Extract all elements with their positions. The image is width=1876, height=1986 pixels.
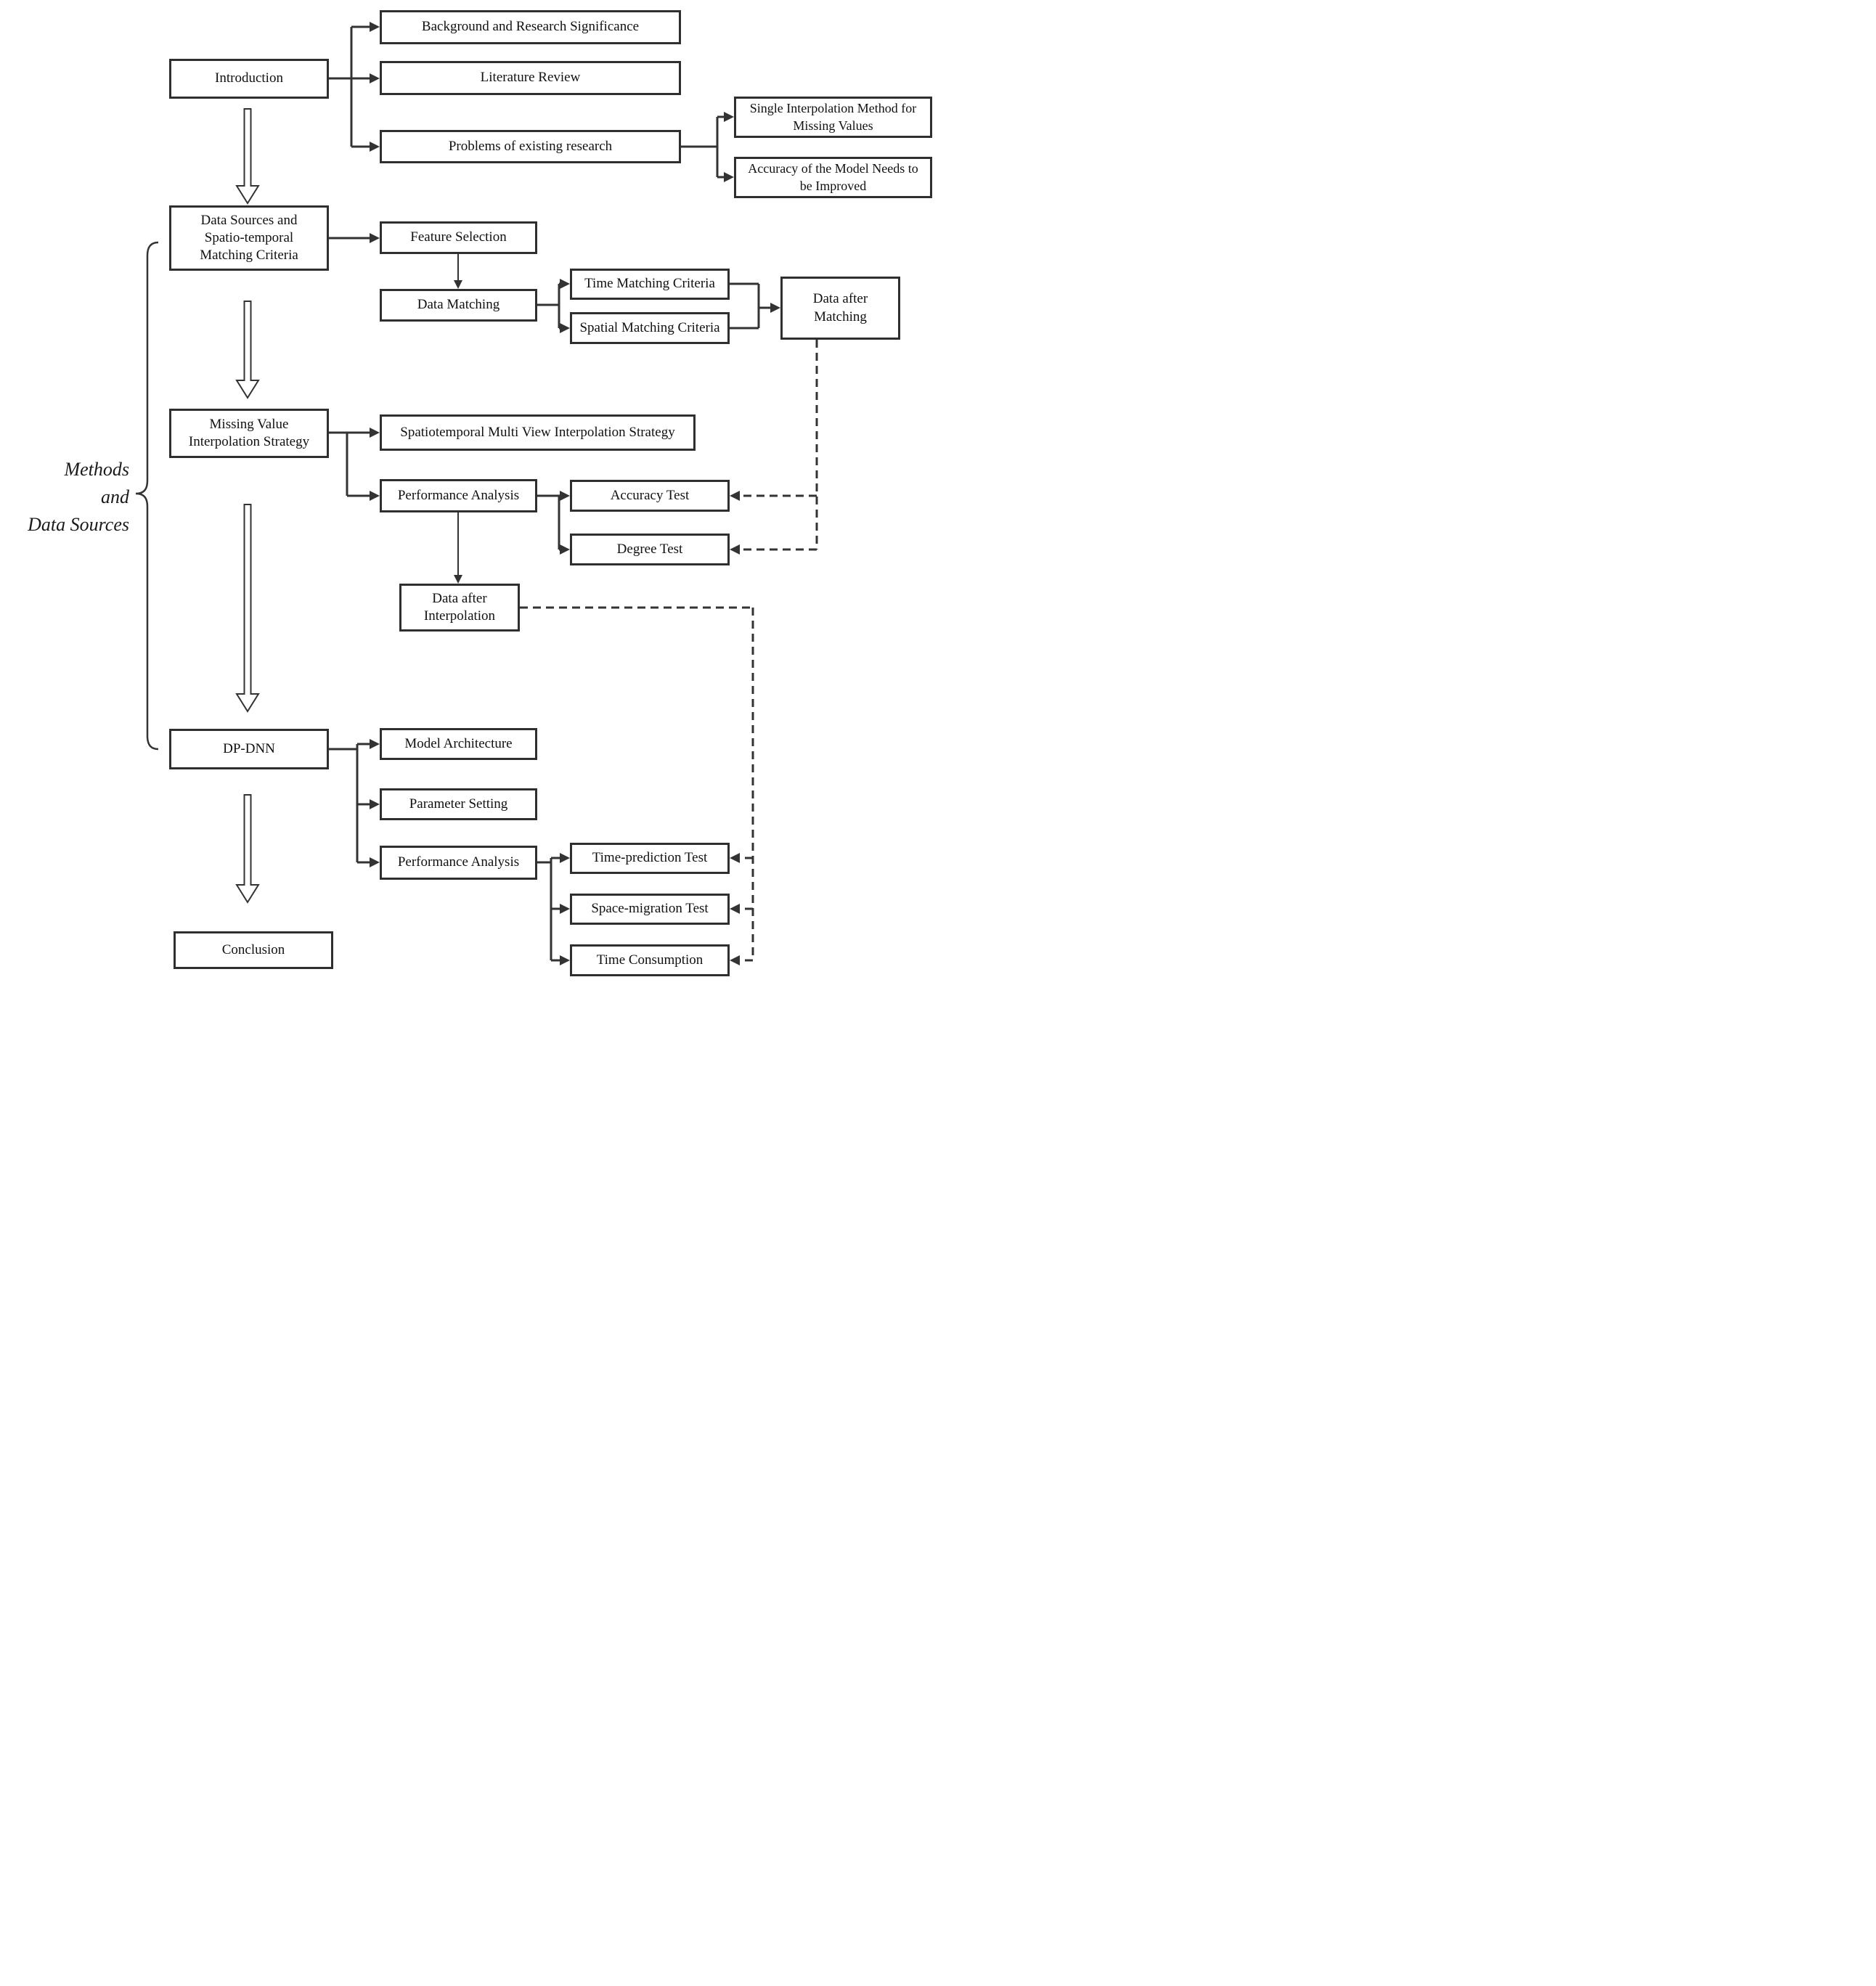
section-label-line: Methods — [64, 459, 129, 480]
section-label-line: Data Sources — [28, 514, 129, 535]
curly-brace-icon — [135, 241, 159, 751]
node-accuracy-model-improved: Accuracy of the Model Needs to be Improv… — [734, 157, 932, 198]
node-spatiotemporal-multi-view-strategy: Spatiotemporal Multi View Interpolation … — [380, 414, 696, 451]
hollow-arrow-icon — [235, 794, 260, 904]
node-performance-analysis-dpdnn: Performance Analysis — [380, 846, 537, 880]
node-problems-existing-research: Problems of existing research — [380, 130, 681, 163]
node-conclusion: Conclusion — [174, 931, 333, 969]
node-time-matching-criteria: Time Matching Criteria — [570, 269, 730, 300]
node-time-prediction-test: Time-prediction Test — [570, 843, 730, 874]
node-data-after-interpolation: Data after Interpolation — [399, 584, 520, 632]
node-model-architecture: Model Architecture — [380, 728, 537, 760]
node-data-after-matching: Data after Matching — [780, 277, 900, 340]
node-feature-selection: Feature Selection — [380, 221, 537, 254]
node-space-migration-test: Space-migration Test — [570, 894, 730, 925]
solid-connectors — [329, 25, 770, 962]
hollow-arrow-icon — [235, 301, 260, 399]
section-label-line: and — [101, 486, 129, 507]
node-parameter-setting: Parameter Setting — [380, 788, 537, 820]
hollow-arrow-icon — [235, 504, 260, 713]
hollow-progress-arrows — [235, 108, 260, 904]
section-label: Methods and Data Sources — [6, 456, 129, 539]
node-data-matching: Data Matching — [380, 289, 537, 322]
node-missing-value-interpolation-strategy: Missing Value Interpolation Strategy — [169, 409, 329, 458]
node-introduction: Introduction — [169, 59, 329, 99]
node-performance-analysis-interpolation: Performance Analysis — [380, 479, 537, 512]
node-accuracy-test: Accuracy Test — [570, 480, 730, 512]
node-dp-dnn: DP-DNN — [169, 729, 329, 769]
node-background-research-significance: Background and Research Significance — [380, 10, 681, 44]
node-degree-test: Degree Test — [570, 534, 730, 565]
node-time-consumption: Time Consumption — [570, 944, 730, 976]
dashed-connectors — [520, 340, 818, 962]
node-single-interpolation-method: Single Interpolation Method for Missing … — [734, 97, 932, 138]
connector-layer — [135, 22, 818, 965]
node-spatial-matching-criteria: Spatial Matching Criteria — [570, 312, 730, 344]
flowchart-canvas: Methods and Data Sources Introduction Ba… — [0, 0, 938, 993]
hollow-arrow-icon — [235, 108, 260, 205]
node-literature-review: Literature Review — [380, 61, 681, 95]
node-data-sources-matching-criteria: Data Sources and Spatio-temporal Matchin… — [169, 205, 329, 271]
arrowheads — [370, 22, 780, 965]
